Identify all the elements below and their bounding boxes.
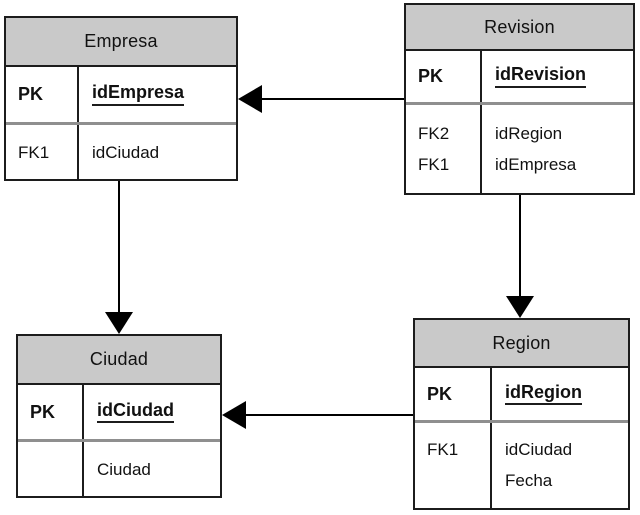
fk-field-cell: idCiudad (79, 125, 236, 179)
attribute-section: FK1 idCiudad (6, 122, 236, 179)
table-ciudad: Ciudad PK idCiudad Ciudad (16, 334, 222, 498)
arrow-head-icon (222, 401, 246, 429)
fk-field: idEmpresa (495, 155, 577, 174)
table-title: Empresa (6, 18, 236, 67)
relation-line-region-to-ciudad (246, 414, 413, 416)
fk-key-cell: FK2 FK1 (406, 105, 482, 193)
pk-field-cell: idRegion (492, 368, 628, 420)
table-title: Ciudad (18, 336, 220, 385)
fk-field: Fecha (505, 471, 553, 490)
attribute-section: FK1 idCiudad Fecha (415, 420, 628, 508)
table-revision: Revision PK idRevision FK2 FK1 idRegion … (404, 3, 635, 195)
fk-label: FK1 (427, 440, 459, 459)
table-title: Revision (406, 5, 633, 51)
table-empresa: Empresa PK idEmpresa FK1 idCiudad (4, 16, 238, 181)
attribute-section: Ciudad (18, 439, 220, 496)
fk-label: FK1 (418, 155, 450, 174)
pk-field-cell: idEmpresa (79, 67, 236, 122)
fk-field: idRegion (495, 124, 563, 143)
fk-field-cell: idRegion idEmpresa (482, 105, 633, 193)
fk-field: idCiudad (505, 440, 573, 459)
fk-field-cell: idCiudad Fecha (492, 423, 628, 508)
fk-label: FK2 (418, 124, 450, 143)
pk-field-cell: idRevision (482, 51, 633, 102)
pk-field: idRevision (495, 64, 587, 88)
pk-row: PK idCiudad (18, 385, 220, 439)
fk-key-cell: FK1 (6, 125, 79, 179)
table-region: Region PK idRegion FK1 idCiudad Fecha (413, 318, 630, 510)
table-title: Region (415, 320, 628, 368)
pk-field: idEmpresa (92, 82, 185, 106)
pk-field: idRegion (505, 382, 582, 406)
pk-row: PK idRegion (415, 368, 628, 420)
attr-key-cell (18, 442, 84, 496)
fk-key-cell: FK1 (415, 423, 492, 508)
pk-row: PK idRevision (406, 51, 633, 102)
pk-key-cell: PK (18, 385, 84, 439)
pk-field: idCiudad (97, 400, 174, 424)
pk-field-cell: idCiudad (84, 385, 220, 439)
fk-label: FK1 (18, 142, 50, 162)
arrow-head-icon (506, 296, 534, 318)
attr-field-cell: Ciudad (84, 442, 220, 496)
pk-key-cell: PK (406, 51, 482, 102)
pk-label: PK (30, 401, 56, 422)
pk-key-cell: PK (6, 67, 79, 122)
pk-label: PK (427, 383, 453, 404)
pk-row: PK idEmpresa (6, 67, 236, 122)
attribute-section: FK2 FK1 idRegion idEmpresa (406, 102, 633, 193)
pk-label: PK (18, 84, 44, 104)
fk-field: idCiudad (92, 142, 160, 162)
arrow-head-icon (238, 85, 262, 113)
relation-line-empresa-to-ciudad (118, 181, 120, 312)
relation-line-revision-to-region (519, 195, 521, 296)
pk-label: PK (418, 66, 444, 86)
attr-field: Ciudad (97, 459, 151, 479)
arrow-head-icon (105, 312, 133, 334)
relation-line-revision-to-empresa (260, 98, 404, 100)
pk-key-cell: PK (415, 368, 492, 420)
